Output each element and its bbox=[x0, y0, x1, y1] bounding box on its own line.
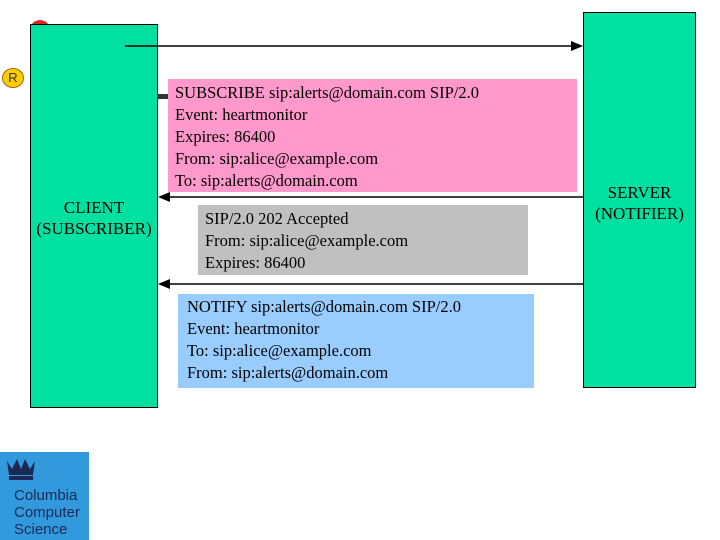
request-arrowhead bbox=[571, 41, 583, 51]
accepted-message: SIP/2.0 202 Accepted From: sip:alice@exa… bbox=[198, 205, 528, 275]
response-arrowhead bbox=[158, 192, 170, 202]
notify-arrowhead bbox=[158, 279, 170, 289]
client-panel: CLIENT (SUBSCRIBER) bbox=[30, 24, 158, 408]
server-label: SERVER (NOTIFIER) bbox=[595, 183, 684, 223]
crown-icon bbox=[7, 459, 35, 480]
subscribe-message: SUBSCRIBE sip:alerts@domain.com SIP/2.0 … bbox=[168, 79, 577, 192]
notify-message: NOTIFY sip:alerts@domain.com SIP/2.0 Eve… bbox=[178, 294, 534, 388]
logo-text: Columbia Computer Science bbox=[14, 487, 80, 538]
server-panel: SERVER (NOTIFIER) bbox=[583, 12, 696, 388]
client-label: CLIENT (SUBSCRIBER) bbox=[36, 198, 152, 238]
r-badge-letter: R bbox=[8, 70, 18, 85]
r-badge-icon: R bbox=[2, 68, 24, 88]
subscribe-marker bbox=[157, 94, 169, 99]
